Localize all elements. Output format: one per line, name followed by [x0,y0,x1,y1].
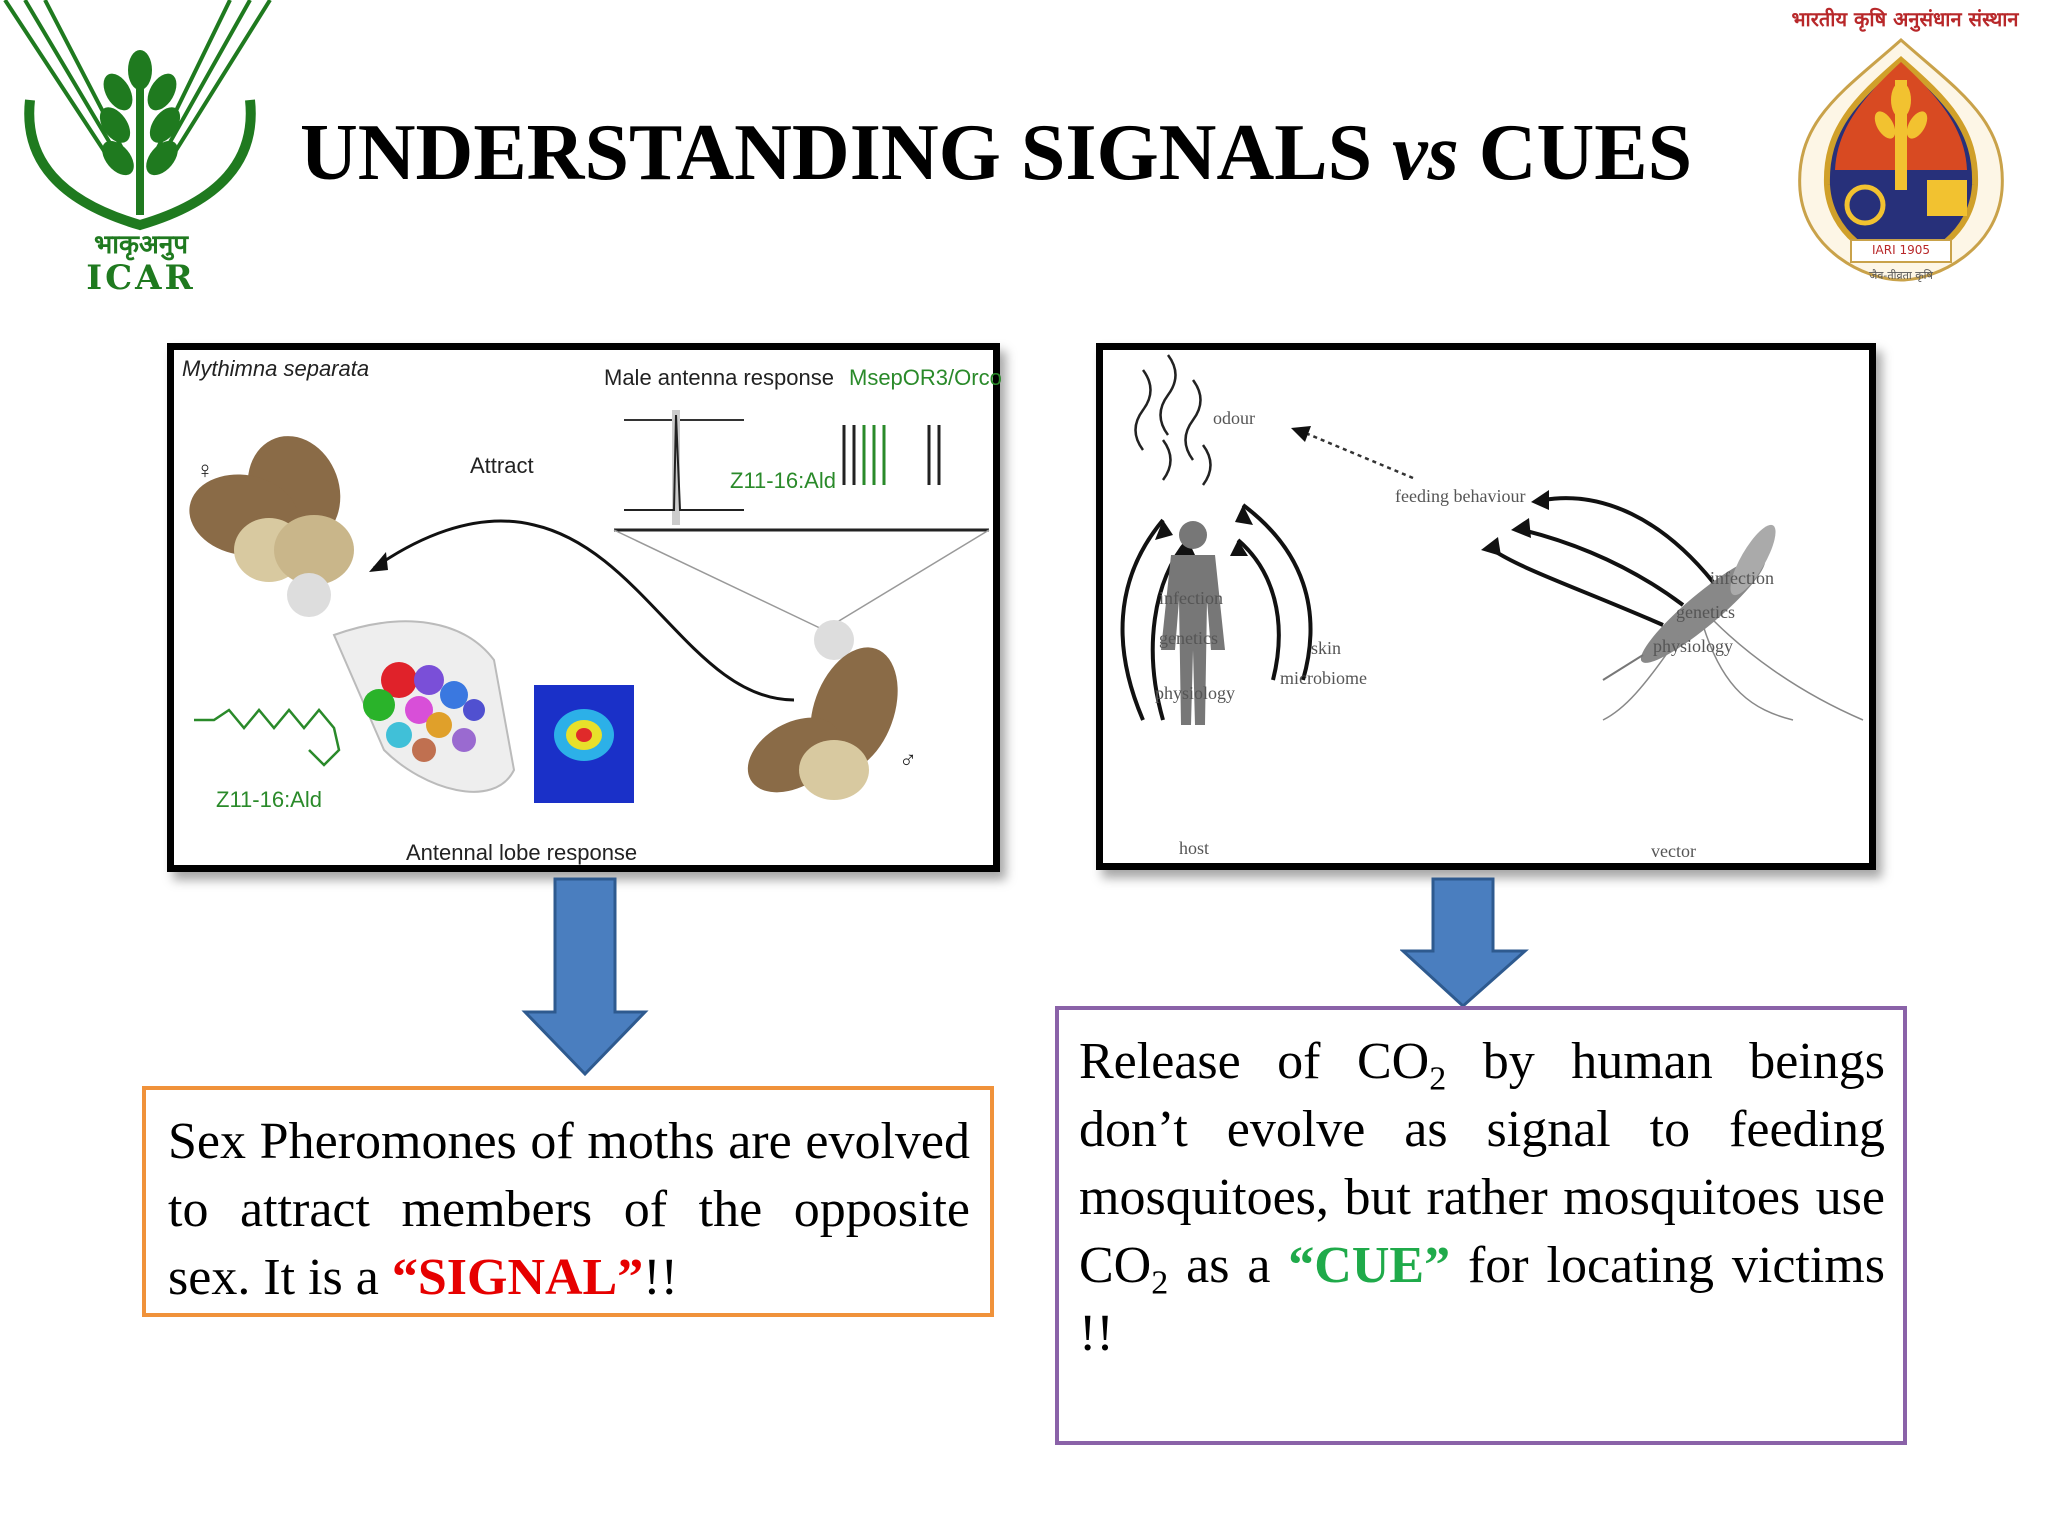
vector-label: vector [1651,841,1696,861]
icar-logo: भाकृअनुप ICAR [0,0,280,300]
cue-text-4: for locating victims !! [1079,1237,1885,1362]
slide-title: UNDERSTANDING SIGNALS vs CUES [300,108,1720,199]
species-label: Mythimna separata [182,356,370,381]
antennal-lobe-label: Antennal lobe response [406,840,638,865]
title-text-1: UNDERSTANDING SIGNALS [300,109,1393,197]
host-vector-figure: odour feeding behaviour infection geneti… [1096,343,1876,870]
iari-motto-text: जैव-तीव्रता कृषि [1869,269,1933,282]
trace-compound-label: Z11-16:Ald [730,468,836,493]
co2-subscript-2: 2 [1151,1264,1169,1302]
vector-genetics-label: genetics [1676,602,1735,622]
odour-label: odour [1213,408,1255,428]
cue-highlight: “CUE” [1288,1237,1451,1294]
signal-text-end: !! [643,1249,678,1306]
icar-hindi-text: भाकृअनुप [93,230,189,260]
cue-text-3: as a [1168,1237,1289,1294]
host-genetics-label: genetics [1159,628,1218,648]
moth-diagram-graphic [189,410,990,803]
right-down-arrow-icon [1400,877,1529,1009]
co2-subscript-1: 2 [1429,1060,1447,1098]
cue-text-2: by human beings don’t evolve as signal t… [1079,1033,1885,1294]
male-moth-icon [747,620,898,800]
icar-emblem-icon [3,0,272,231]
iari-banner-text: IARI 1905 [1872,243,1930,257]
signal-text-box: Sex Pheromones of moths are evolved to a… [142,1086,994,1317]
host-vector-graphic [1120,354,1864,725]
cue-text-box: Release of CO2 by human beings don’t evo… [1055,1006,1907,1445]
mosquito-icon [1602,524,1864,721]
feeding-behaviour-label: feeding behaviour [1395,486,1526,506]
male-symbol: ♂ [899,747,917,774]
title-vs: vs [1392,109,1459,197]
icar-english-text: ICAR [86,258,196,298]
signal-highlight: “SIGNAL” [391,1249,644,1306]
iari-ring-text: भारतीय कृषि अनुसंधान संस्थान [1791,7,2019,31]
receptor-label: MsepOR3/Orco [849,365,1002,390]
female-moth-icon [189,436,354,617]
signal-text: Sex Pheromones of moths are evolved to a… [168,1113,970,1306]
attract-label: Attract [470,453,534,478]
host-physiology-label: physiology [1155,683,1236,703]
host-label: host [1179,838,1210,858]
human-silhouette-icon [1161,521,1225,725]
vector-infection-label: infection [1710,568,1774,588]
microbiome-label: microbiome [1280,668,1367,688]
title-text-2: CUES [1458,109,1693,197]
iari-emblem-icon [1798,37,2004,282]
iari-logo: भारतीय कृषि अनुसंधान संस्थान IARI 1905 ज… [1755,0,2048,292]
vector-physiology-label: physiology [1653,636,1734,656]
structure-compound-label: Z11-16:Ald [216,787,322,812]
left-down-arrow-icon [521,877,649,1077]
male-antenna-label: Male antenna response [604,365,834,390]
skin-label: skin [1311,638,1342,658]
female-symbol: ♀ [196,457,214,484]
cue-text-1: Release of CO [1079,1033,1430,1090]
host-infection-label: infection [1159,588,1223,608]
moth-pheromone-figure: Mythimna separata Male antenna response … [167,343,1002,872]
